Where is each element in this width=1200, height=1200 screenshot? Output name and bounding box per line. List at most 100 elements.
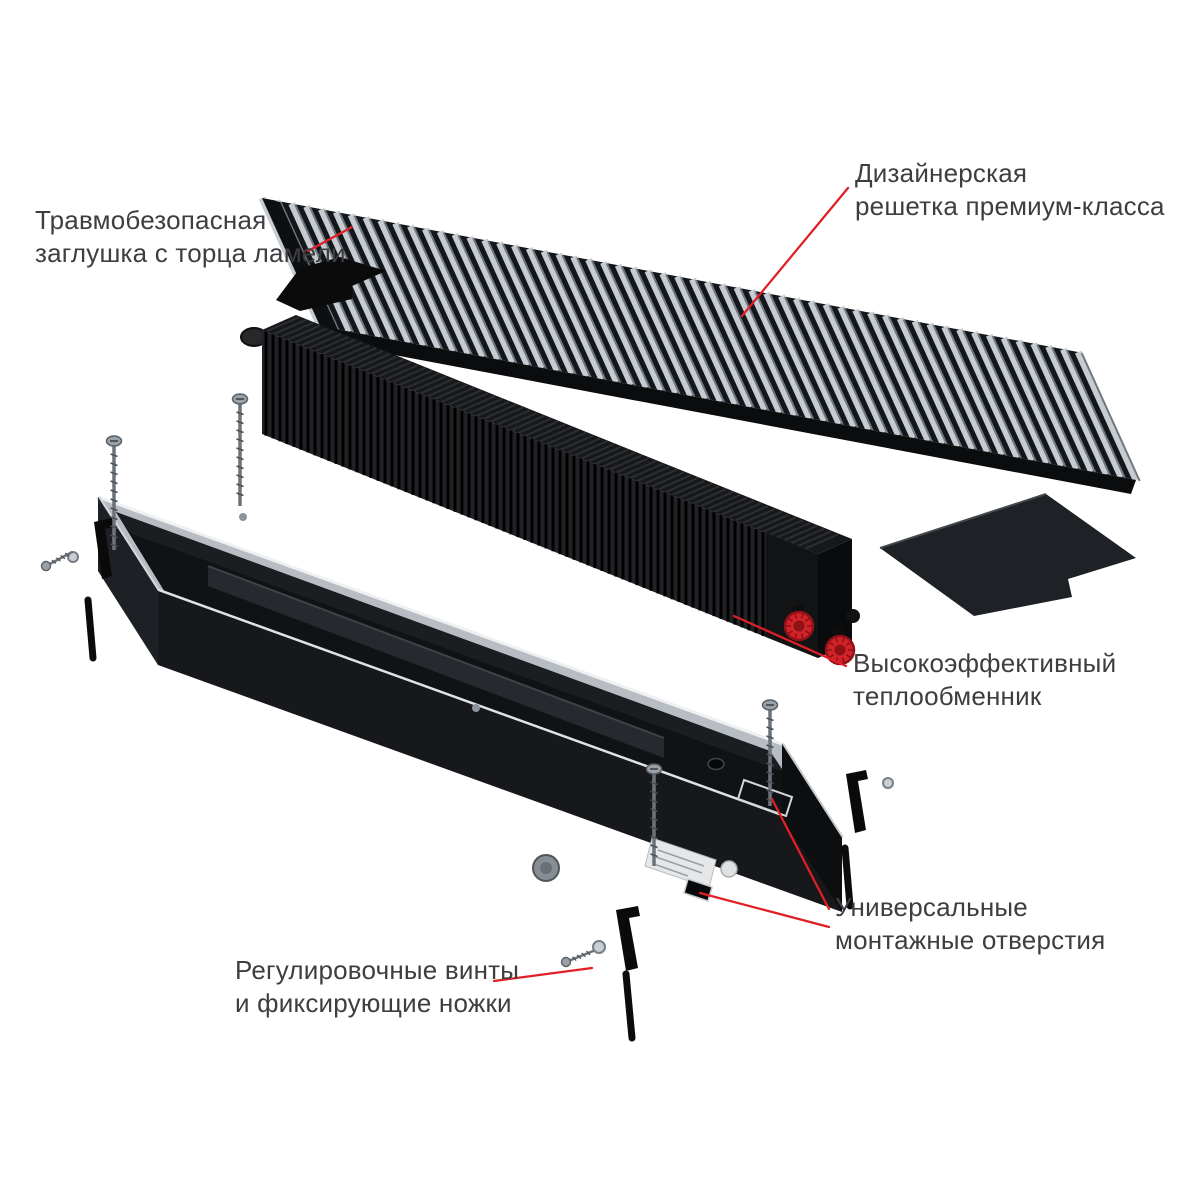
grille-slat bbox=[674, 274, 739, 406]
grille-slat-shadow bbox=[620, 265, 681, 395]
hx-fin-top bbox=[650, 471, 685, 488]
label-line: решетка премиум-класса bbox=[855, 191, 1165, 221]
screw bbox=[761, 699, 779, 806]
hx-fin-top bbox=[783, 524, 818, 542]
screw-thread bbox=[585, 950, 591, 956]
casing-duct bbox=[208, 566, 664, 758]
hx-cap-ridge bbox=[794, 612, 798, 619]
hx-fin-top bbox=[419, 378, 454, 395]
hx-cap-ridge bbox=[794, 633, 798, 640]
grille-slat-shadow bbox=[813, 302, 874, 432]
grille-slat bbox=[407, 224, 472, 356]
screw-thread bbox=[576, 954, 582, 960]
hx-fin-top bbox=[622, 460, 657, 477]
label-line: и фиксирующие ножки bbox=[235, 988, 512, 1018]
hx-fin-top bbox=[552, 431, 587, 449]
hx-fin-top bbox=[608, 454, 643, 471]
casing-rim-far-edge bbox=[97, 495, 783, 746]
screw-thread bbox=[110, 516, 118, 521]
hx-fin-top bbox=[678, 482, 713, 499]
grille-slat-shadow bbox=[694, 279, 755, 409]
hx-fin-top bbox=[776, 522, 811, 539]
hx-fin-top bbox=[363, 355, 398, 373]
grille-slat bbox=[718, 283, 784, 415]
screw-thread bbox=[110, 525, 118, 530]
hx-fin-top bbox=[643, 468, 678, 485]
hx-cap-ridge bbox=[846, 654, 852, 659]
grille-slat-shadow bbox=[442, 232, 503, 362]
grille-slat bbox=[570, 255, 635, 387]
grille-slat bbox=[451, 232, 517, 364]
hx-cap-ridge bbox=[835, 636, 839, 643]
washer bbox=[592, 940, 606, 954]
end-plate bbox=[880, 494, 1136, 616]
grille-slat-shadow bbox=[605, 262, 666, 392]
label-adjusting-feet: Регулировочные винты и фиксирующие ножки bbox=[235, 954, 519, 1020]
screw bbox=[105, 435, 123, 550]
grille-slat-shadow bbox=[665, 274, 726, 404]
hx-fin-top bbox=[356, 352, 391, 370]
grille-slat bbox=[629, 266, 695, 398]
hx-fin-top bbox=[636, 465, 671, 483]
grille-slat bbox=[837, 305, 902, 437]
floor-plug bbox=[532, 854, 560, 882]
grille-slat bbox=[347, 213, 413, 345]
hx-fitting bbox=[846, 609, 860, 623]
label-line: Дизайнерская bbox=[855, 158, 1028, 188]
grille-slat-shadow bbox=[724, 285, 785, 415]
grille-slat bbox=[748, 288, 813, 420]
screw-thread bbox=[110, 462, 118, 467]
casing-duct-edge bbox=[207, 565, 665, 739]
washer bbox=[67, 551, 79, 563]
mounting-hole-floor bbox=[736, 778, 794, 818]
heat-exchanger-part bbox=[240, 315, 860, 666]
hx-fin-top bbox=[559, 434, 594, 451]
hx-fin-top bbox=[370, 358, 405, 375]
grille-slat-shadow bbox=[353, 215, 414, 345]
grille-slat-shadow bbox=[828, 304, 889, 434]
grille-slat-shadow bbox=[976, 332, 1037, 462]
screw-thread bbox=[766, 762, 774, 767]
screw-thread bbox=[110, 480, 118, 485]
grille-slat bbox=[496, 241, 561, 373]
grille-slat bbox=[525, 246, 591, 378]
label-line: заглушка с торца ламели bbox=[35, 238, 346, 268]
hx-fin-top bbox=[531, 423, 566, 440]
anchor-pin bbox=[84, 596, 97, 662]
screw-thread bbox=[766, 726, 774, 731]
grille-slat-shadow bbox=[739, 288, 800, 418]
hx-red-cap-center bbox=[834, 644, 846, 656]
screw-thread bbox=[236, 438, 244, 443]
hx-fin-top bbox=[580, 443, 615, 460]
grille-slat bbox=[956, 328, 1021, 460]
hx-fin-top bbox=[601, 451, 636, 468]
grille-slat bbox=[822, 302, 888, 434]
grille-slat-shadow bbox=[576, 257, 637, 387]
screw-thread bbox=[766, 717, 774, 722]
grille-slat bbox=[555, 252, 620, 384]
label-line: Травмобезопасная bbox=[35, 205, 267, 235]
end-plate-edge bbox=[879, 493, 1047, 549]
grille-slat-shadow bbox=[947, 327, 1008, 457]
hx-fin-top bbox=[447, 389, 482, 406]
screw-thread bbox=[110, 471, 118, 476]
screw-thread bbox=[236, 456, 244, 461]
label-line: Универсальные bbox=[835, 892, 1028, 922]
grille-slat-shadow bbox=[412, 226, 473, 356]
hx-fin-top bbox=[594, 448, 629, 466]
grille-slat bbox=[763, 291, 828, 423]
grille-slat bbox=[985, 333, 1051, 465]
hx-fin-top bbox=[489, 406, 524, 423]
hx-fin-top bbox=[496, 409, 531, 426]
label-grille: Дизайнерская решетка премиум-класса bbox=[855, 157, 1165, 223]
screw-thread bbox=[766, 780, 774, 785]
grille-slat-shadow bbox=[798, 299, 859, 429]
floor-round-hole bbox=[707, 757, 725, 771]
screw-thread bbox=[236, 483, 244, 488]
hx-fin-top bbox=[307, 333, 342, 350]
screw-thread bbox=[60, 554, 66, 560]
hx-fin-top bbox=[286, 324, 321, 341]
grille-slat-shadow bbox=[1051, 346, 1111, 476]
screw-thread bbox=[650, 835, 658, 840]
hx-fin-top bbox=[279, 321, 314, 339]
